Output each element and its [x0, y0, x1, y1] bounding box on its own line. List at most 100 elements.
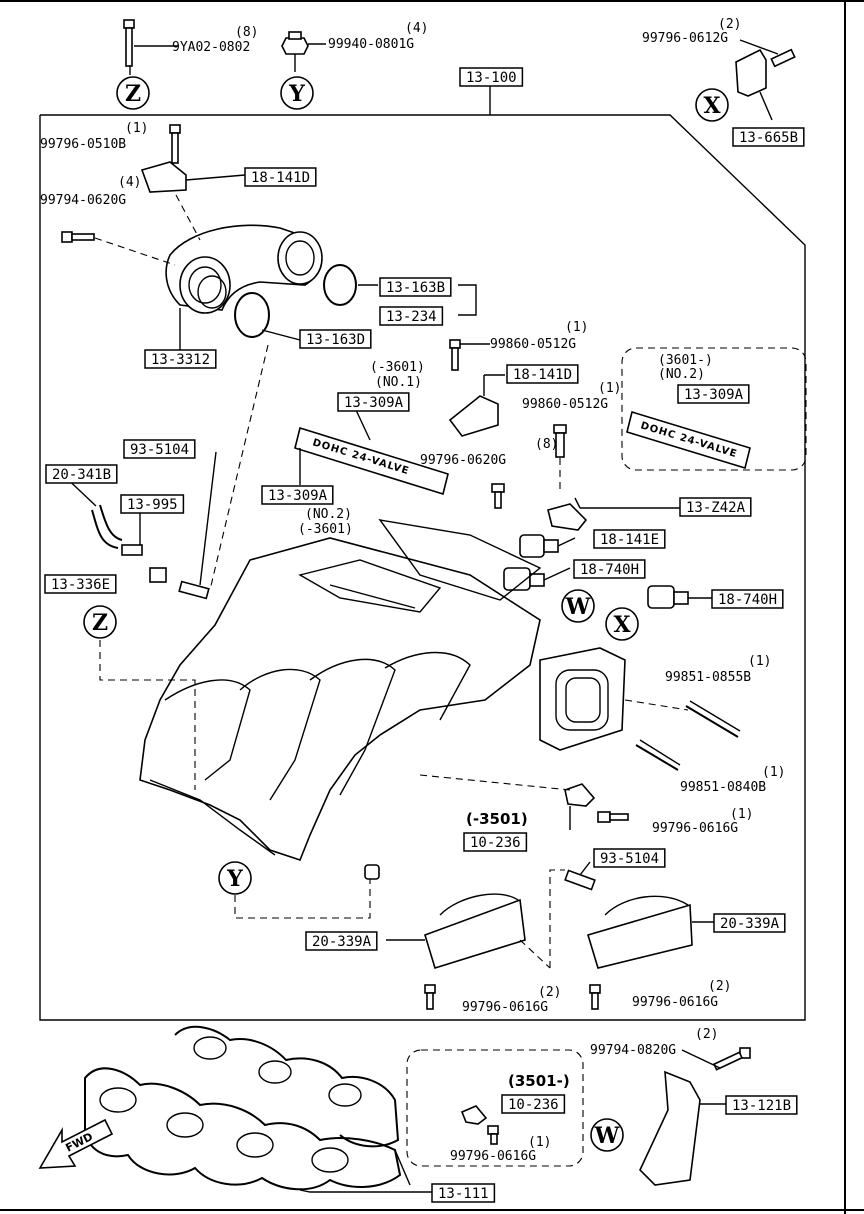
part-number-label: 99860-0512G	[490, 337, 576, 352]
part-number-label: (8)	[535, 437, 558, 452]
callout-layer: 13-10013-665B18-141D13-163B13-23413-163D…	[44, 67, 805, 1203]
dash-y-marker	[234, 870, 371, 919]
marker-letter: Y	[226, 866, 243, 892]
reference-marker-w: W	[590, 1118, 624, 1152]
bracket-13-665b-icon	[735, 39, 796, 121]
emblem-no2-inset-icon: DOHC 24-VALVE	[626, 410, 751, 470]
part-number-label: 99796-0616G	[462, 1000, 548, 1015]
part-number-label: 99940-0801G	[328, 37, 414, 52]
part-number-label: (NO.2)	[658, 367, 705, 382]
part-number-label: (1)	[528, 1135, 551, 1150]
dash-manifold-to-bracket	[419, 774, 571, 791]
reference-marker-z: Z	[116, 76, 150, 110]
marker-letter: W	[565, 594, 591, 620]
part-number-label: (2)	[538, 985, 561, 1000]
assembly-outline	[39, 114, 806, 1021]
gasket-ring-13-163d-icon	[234, 292, 301, 341]
callout-93-5104: 93-5104	[123, 439, 196, 459]
forward-arrow-icon: FWD	[38, 1118, 114, 1169]
bolt-99860-right-icon	[553, 424, 567, 490]
part-number-label: (NO.1)	[375, 375, 422, 390]
callout-18-141d: 18-141D	[244, 167, 317, 187]
callout-text: 20-339A	[312, 934, 372, 950]
callout-18-141e: 18-141E	[593, 529, 666, 549]
callout-text: 18-141D	[513, 367, 572, 383]
callout-13-z42a: 13-Z42A	[679, 497, 752, 517]
solenoid-valve-icon	[503, 497, 712, 609]
callout-text: 18-141E	[600, 532, 659, 548]
callout-text: 13-995	[127, 497, 178, 513]
part-number-label: (-3601)	[298, 522, 353, 537]
callout-20-339a: 20-339A	[713, 913, 786, 933]
stud-99851-0840b-icon	[635, 739, 681, 771]
part-number-label: 99794-0620G	[40, 193, 126, 208]
bracket-18-141d-top-icon	[140, 124, 246, 193]
variant-inset-3601	[621, 347, 807, 471]
connector-13-995-icon	[121, 512, 143, 556]
part-number-label: 99851-0855B	[665, 670, 751, 685]
part-number-label: 99796-0612G	[642, 31, 728, 46]
bolt-99796-0620g-icon	[491, 483, 505, 509]
callout-text: 10-236	[508, 1097, 559, 1113]
callout-text: 13-163D	[306, 332, 365, 348]
callout-10-236: 10-236	[501, 1094, 566, 1114]
cap-13-336e-icon	[149, 567, 167, 583]
callout-text: 13-111	[438, 1186, 489, 1202]
part-number-label: 99796-0616G	[652, 821, 738, 836]
callout-10-236: 10-236	[463, 832, 528, 852]
part-number-label: (4)	[405, 21, 428, 36]
callout-text: 13-665B	[739, 130, 798, 146]
callout-text: 93-5104	[600, 851, 659, 867]
cover-20-339a-left-icon	[386, 893, 526, 1010]
part-number-label: 99796-0616G	[632, 995, 718, 1010]
reference-marker-x: X	[605, 607, 639, 641]
part-number-label: (4)	[118, 175, 141, 190]
callout-text: 13-309A	[268, 488, 328, 504]
leader-13-163b-13-234	[458, 284, 477, 316]
intake-manifold-13-100-icon	[139, 519, 626, 861]
callout-13-3312: 13-3312	[144, 349, 217, 369]
dash-cover-left	[519, 939, 551, 969]
marker-letter: Y	[288, 81, 305, 107]
part-number-label: (2)	[718, 17, 741, 32]
nut-99940-icon	[281, 31, 326, 72]
dash-bolt-to-elbow	[94, 237, 176, 266]
callout-text: 13-234	[386, 309, 437, 325]
callout-18-740h: 18-740H	[573, 559, 646, 579]
bolt-99794-0620g-icon	[61, 231, 95, 243]
bolt-9ya02-icon	[123, 19, 178, 75]
marker-letter: X	[613, 612, 631, 638]
marker-letter: Z	[125, 81, 141, 107]
dash-stud-a	[624, 699, 689, 711]
cover-20-339a-right-icon	[587, 895, 714, 1010]
part-number-label: (2)	[695, 1027, 718, 1042]
part-number-label: 99796-0616G	[450, 1149, 536, 1164]
part-number-label: 99796-0620G	[420, 453, 506, 468]
part-number-label: 99796-0510B	[40, 137, 126, 152]
variant-range-label: (-3501)	[466, 810, 528, 828]
callout-13-100: 13-100	[459, 67, 524, 87]
reference-marker-y: Y	[218, 861, 252, 895]
marker-letter: X	[703, 93, 721, 119]
part-number-label: (8)	[235, 25, 258, 40]
dash-bracket-to-elbow	[175, 194, 201, 241]
bracket-18-141d-mid-icon	[448, 339, 505, 437]
callout-20-341b: 20-341B	[45, 464, 118, 484]
callout-13-336e: 13-336E	[44, 574, 117, 594]
variant-inset-3501	[406, 1049, 584, 1167]
callout-93-5104: 93-5104	[593, 848, 666, 868]
part-number-label: (NO.2)	[305, 507, 352, 522]
callout-13-163d: 13-163D	[299, 329, 372, 349]
callout-18-141d: 18-141D	[506, 364, 579, 384]
pipe-93-5104-icon	[178, 451, 217, 600]
gasket-13-111-icon	[84, 1025, 432, 1193]
part-number-label: (1)	[125, 121, 148, 136]
callout-13-234: 13-234	[379, 306, 444, 326]
part-number-label: 99860-0512G	[522, 397, 608, 412]
gasket-ring-13-163b-icon	[323, 264, 378, 306]
reference-marker-y: Y	[280, 76, 314, 110]
callout-text: 20-339A	[720, 916, 780, 932]
part-number-label: (1)	[762, 765, 785, 780]
